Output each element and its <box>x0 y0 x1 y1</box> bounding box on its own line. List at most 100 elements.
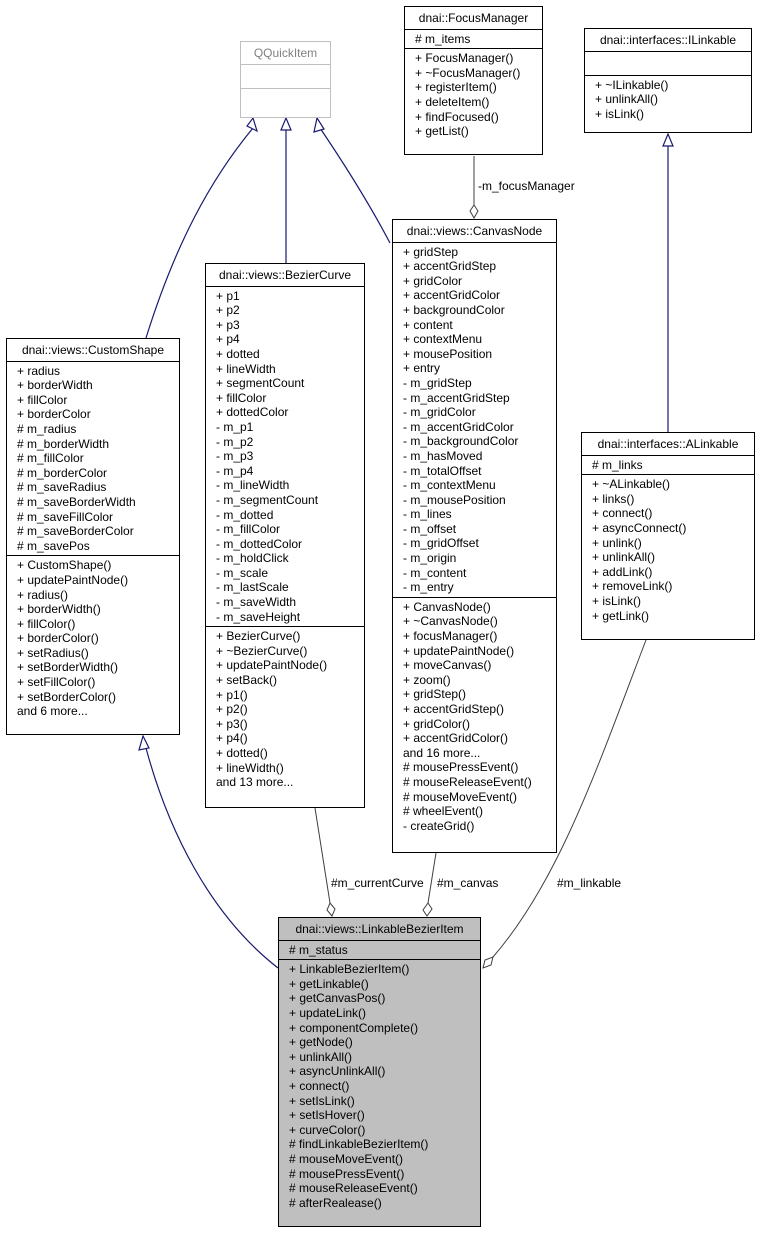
operation: + FocusManager() <box>415 51 514 66</box>
operation: + unlink() <box>592 535 642 550</box>
arrowhead-qquickitem-mid <box>280 116 292 131</box>
class-ilinkable: dnai::interfaces::ILinkable + ~ILinkable… <box>584 28 752 133</box>
class-title: dnai::views::BezierCurve <box>218 268 352 282</box>
attribute: + dotted <box>216 346 260 361</box>
aggregation-diamonds <box>326 204 494 969</box>
attribute: # m_saveFillColor <box>17 509 114 524</box>
class-title: dnai::views::LinkableBezierItem <box>295 922 464 936</box>
operation: + connect() <box>592 506 653 521</box>
operation: + CanvasNode() <box>403 599 491 614</box>
attribute: - m_content <box>403 565 467 580</box>
operation: + setFillColor() <box>17 675 96 690</box>
attribute: - m_saveHeight <box>216 609 301 624</box>
attribute: - m_p2 <box>216 434 254 449</box>
operations-section: + BezierCurve() + ~BezierCurve() + updat… <box>206 626 364 792</box>
attribute: + segmentCount <box>216 376 305 391</box>
label-focus-manager: -m_focusManager <box>478 179 575 193</box>
class-alinkable: dnai::interfaces::ALinkable # m_links + … <box>581 432 755 640</box>
operation: # mousePressEvent() <box>403 760 519 775</box>
attribute: - m_lastScale <box>216 580 289 595</box>
operation: + gridColor() <box>403 716 471 731</box>
attribute: # m_links <box>592 457 643 472</box>
operation: + LinkableBezierItem() <box>289 962 410 977</box>
arrowhead-ilinkable <box>662 132 674 147</box>
attribute: - m_accentGridStep <box>403 390 510 405</box>
attribute: - m_offset <box>403 521 457 536</box>
attribute: # m_items <box>415 31 471 46</box>
operation: + componentComplete() <box>289 1020 419 1035</box>
class-title: QQuickItem <box>253 46 318 60</box>
operation: + unlinkAll() <box>289 1049 353 1064</box>
operation: + getLinkable() <box>289 976 369 991</box>
label-canvas: #m_canvas <box>437 876 499 890</box>
operation: + focusManager() <box>403 629 498 644</box>
operation: + asyncConnect() <box>592 520 687 535</box>
class-title: dnai::interfaces::ALinkable <box>597 437 739 451</box>
operation: + ~ILinkable() <box>595 77 669 92</box>
attribute: - m_p4 <box>216 463 254 478</box>
attribute: + p2 <box>216 303 240 318</box>
operation: + updatePaintNode() <box>17 572 129 587</box>
operation: + unlinkAll() <box>592 550 656 565</box>
operation: + asyncUnlinkAll() <box>289 1064 386 1079</box>
arrowhead-customshape <box>138 734 150 751</box>
operation: + addLink() <box>592 564 653 579</box>
operation: + radius() <box>17 587 69 602</box>
attribute: + borderWidth <box>17 378 93 393</box>
operations-section: + LinkableBezierItem() + getLinkable() +… <box>279 959 480 1212</box>
operation: + setBack() <box>216 673 278 688</box>
attributes-section <box>241 63 330 88</box>
inheritance-edges <box>145 127 669 969</box>
attribute: - m_accentGridColor <box>403 419 514 434</box>
attribute: - m_gridColor <box>403 405 476 420</box>
label-current-curve: #m_currentCurve <box>331 876 424 890</box>
arrowhead-qquickitem-left <box>246 116 258 133</box>
attributes-section: + p1 + p2 + p3 + p4 + dotted + lineWidth… <box>206 285 364 627</box>
attributes-section: + radius + borderWidth + fillColor + bor… <box>7 360 179 556</box>
operation: and 16 more... <box>403 745 481 760</box>
operation: + gridStep() <box>403 687 467 702</box>
operation: + updateLink() <box>289 1005 367 1020</box>
attribute: - m_contextMenu <box>403 478 496 493</box>
label-linkable: #m_linkable <box>557 876 622 890</box>
diamond-current-curve <box>326 902 336 917</box>
attribute: + contextMenu <box>403 332 483 347</box>
attribute: # m_borderWidth <box>17 436 110 451</box>
attribute: # m_saveBorderWidth <box>17 494 136 509</box>
attribute: + p4 <box>216 332 240 347</box>
class-qquickitem: QQuickItem <box>240 41 331 118</box>
operation: + BezierCurve() <box>216 629 301 644</box>
operation: + ~CanvasNode() <box>403 614 498 629</box>
attribute: - m_dottedColor <box>216 536 303 551</box>
operation: + getLink() <box>592 608 650 623</box>
attribute: + backgroundColor <box>403 302 505 317</box>
operation: + findFocused() <box>415 109 499 124</box>
operation: + accentGridStep() <box>403 702 505 716</box>
edge-canvas <box>427 852 437 904</box>
attributes-section: # m_items <box>405 28 542 49</box>
attribute: - m_dotted <box>216 507 274 522</box>
attribute: + lineWidth <box>216 361 276 376</box>
operation: and 13 more... <box>216 775 294 790</box>
operation: # mousePressEvent() <box>289 1166 405 1181</box>
operation: + zoom() <box>403 672 451 687</box>
class-custom-shape: dnai::views::CustomShape + radius + bord… <box>6 338 180 735</box>
operations-section: + ~ALinkable() + links() + connect() + a… <box>582 474 754 625</box>
attribute: # m_saveRadius <box>17 480 107 495</box>
operation: + p2() <box>216 702 248 717</box>
operation: + ~BezierCurve() <box>216 643 308 658</box>
edge-linkablebezieritem-to-customshape <box>145 747 279 969</box>
operation: # afterRealease() <box>289 1195 382 1210</box>
edge-canvasnode-to-qquickitem <box>319 127 391 244</box>
operation: + curveColor() <box>289 1122 366 1137</box>
attributes-section: # m_status <box>279 939 480 960</box>
operation: # mouseMoveEvent() <box>289 1151 404 1166</box>
operation: + setIsLink() <box>289 1093 355 1108</box>
operation: + links() <box>592 491 635 506</box>
operation: + accentGridColor() <box>403 731 509 746</box>
operation: + unlinkAll() <box>595 92 659 107</box>
operation: + getCanvasPos() <box>289 991 386 1006</box>
edge-customshape-to-qquickitem <box>145 127 254 339</box>
attribute: - m_p3 <box>216 449 254 464</box>
